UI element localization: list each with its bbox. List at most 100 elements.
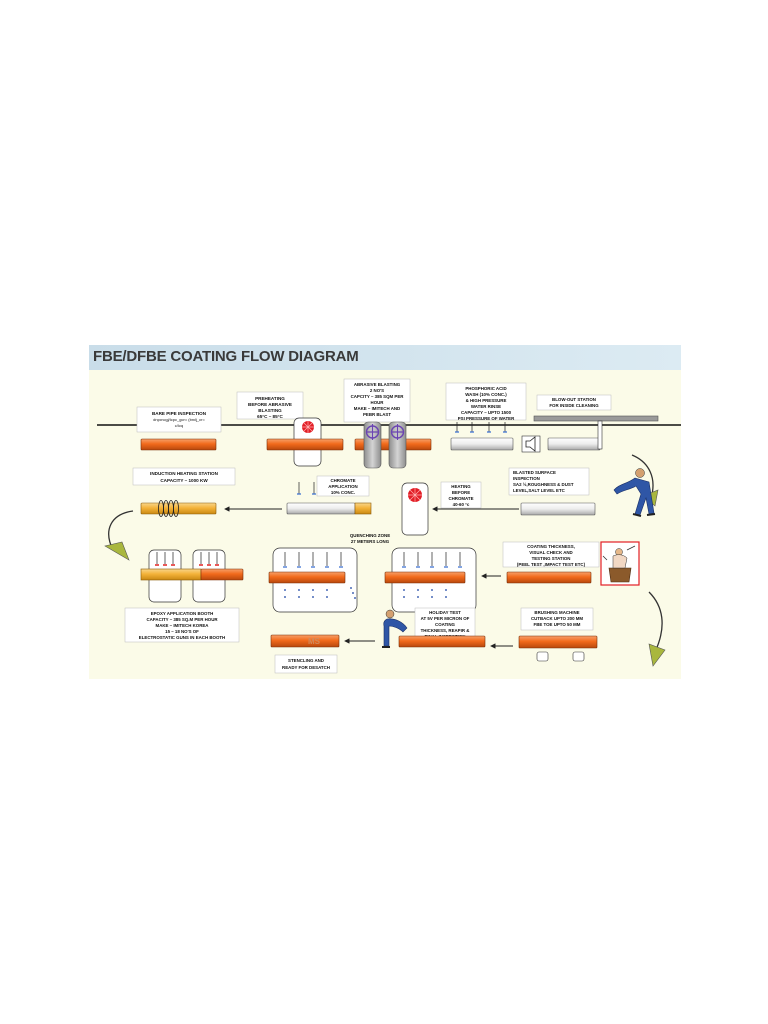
brushing-label-2: CUTBACK UPTO 200 MM [531,616,583,621]
phosphoric-label-box [445,382,527,421]
heating-label-box [440,481,482,509]
phosphoric-label-2: WASH (10% CONC.) [465,392,507,397]
curve-arrow-left-head [104,541,130,561]
epoxy-label-3: MAKE – IMITECH KOREA [156,623,210,628]
phosphoric-label-1: PHOSPHORIC ACID [465,386,506,391]
epoxy-label-2: CAPACITY – 385 SQ.M PER HOUR [146,617,218,622]
brushing-label-3: FBE TOE UPTO 50 MM [534,622,581,627]
chromate-pipe [286,502,356,515]
holiday-label-4: THICKNESS, REAPIR & [421,628,471,633]
preheating-burner-icon [302,421,314,433]
epoxy-pipe-yellow [140,568,202,581]
brushing-label-1: BRUSHING MACHINE [534,610,579,615]
blasted-label-2: INSPECTION [513,476,540,481]
epoxy-label-box [124,607,240,643]
stenciling-label-2: READY FOR DESATCH [282,665,330,670]
blowout-post [597,420,603,450]
brushing-pipe [518,635,598,649]
bare-pipe-label-3: c/Icq [175,423,183,428]
epoxy-label-4: 15 – 18 NO'S OF [165,629,199,634]
preheating-pipe [266,438,344,451]
stenciling-label-box [274,654,338,674]
blasted-label-4: LEVEL,SALT LEVEL ETC [513,488,566,493]
curve-arrow-right-bottom-head [648,643,666,667]
blasted-label-1: BLASTED SURFACE [513,470,556,475]
brush-rollers-icon [536,651,585,662]
chromate-nozzles [297,482,316,495]
quench-chamber-2 [384,547,477,613]
heating-label-2: BEFORE [452,490,470,495]
inspector-worker-icon [613,468,656,517]
preheating-label-1: PREHEATING [255,396,285,401]
curve-arrow-right-bottom [648,591,663,653]
thickness-label-1: COATING THICKNESS, [527,544,575,549]
quench-chamber-1 [268,547,358,613]
stencil-pipe [270,634,340,648]
heating-label-3: CHROMATE [448,496,473,501]
preheating-label-2: BEFORE ABRASIVE [248,402,292,407]
phosphoric-nozzles [455,422,507,433]
chromate-pipe-yellow-end [354,502,372,515]
quenching-label-1: QUENCHING ZONE [350,533,390,538]
blowout-label-1: BLOW-OUT STATION [552,397,596,402]
chromate-label-3: 10% CONC. [331,490,355,495]
flow-diagram-figure: FBE/DFBE COATING FLOW DIAGRAM [89,345,681,679]
abrasive-label-5: MAKE – IMITECH AND [354,406,400,411]
phosphoric-label-4: WATER RINSE [471,404,501,409]
chromate-label-1: CHROMATE [330,478,355,483]
stencil-mark-text: MS [308,637,321,646]
induction-coil-icon [158,500,179,517]
tester-worker-icon [600,541,640,586]
stenciling-label-1: STENCLING AND [288,658,324,663]
holiday-worker-icon [382,609,408,648]
heating-label-4: 40-60 °c [453,502,470,507]
blast-machine-2 [388,421,407,469]
epoxy-label-1: EPOXY APPLICATION BOOTH [151,611,214,616]
quench-drops-gap [350,587,356,599]
bare-pipe-label-box [136,406,222,433]
title-bar: FBE/DFBE COATING FLOW DIAGRAM [89,345,681,370]
abrasive-label-1: ABRASIVE BLASTING [354,382,401,387]
induction-label-1: INDUCTION HEATING STATION [150,471,219,476]
blasted-label-3: SA2 ½,ROUGHNESS & DUST [513,482,574,487]
abrasive-label-box [343,378,411,423]
thickness-label-4: (PEEL TEST ,IMPACT TEST ETC) [517,562,586,567]
holiday-pipe [398,635,486,648]
holiday-label-2: AT 5V PER MICRON OF [421,616,470,621]
phosphoric-pipe [450,437,514,451]
quenching-label-2: 27 METERS LONG [351,539,390,544]
phosphoric-label-5: CAPACITY – UPTO 1500 [461,410,512,415]
induction-label-box [132,467,236,486]
preheating-label-4: 65°C – 85°C [257,414,283,419]
heating-label-1: HEATING [451,484,471,489]
thickness-label-2: VISUAL CHECK AND [529,550,572,555]
epoxy-pipe-orange [200,568,244,581]
bare-pipe [140,438,217,451]
holiday-label-3: COATING [435,622,456,627]
induction-label-2: CAPACITY – 1000 KW [160,478,208,483]
brushing-label-box [520,607,594,631]
blasted-label-box [508,467,590,496]
phosphoric-label-6: PSI PRESSURE OF WATER [458,416,515,421]
chromate-label-2: APPLICATION [328,484,357,489]
holiday-label-box [414,607,476,642]
preheating-label-3: BLASTING [258,408,282,413]
blowout-label-box [536,394,612,411]
thickness-pipe [506,571,592,584]
holiday-label-1: HOLIDAY TEST [429,610,461,615]
bare-pipe-label-2: dnp•ncgj/Icpc_gcr= (bnılj_cr= [153,417,205,422]
blasted-pipe [520,502,596,516]
blast-machine-1 [363,421,382,469]
abrasive-label-6: PEBR BLAST [363,412,391,417]
preheating-label-box [236,391,304,420]
diagram-title: FBE/DFBE COATING FLOW DIAGRAM [93,348,359,365]
phosphoric-label-3: & HIGH PRESSURE [466,398,507,403]
thickness-label-3: TESTING STATION [532,556,571,561]
diagram-canvas: BARE PIPE INSPECTION dnp•ncgj/Icpc_gcr= … [89,370,681,679]
chromate-label-box [316,475,370,497]
abrasive-label-3: CAPCITY – 385 SQM PER [351,394,405,399]
thickness-label-box [502,541,600,568]
bare-pipe-label-1: BARE PIPE INSPECTION [152,411,207,416]
abrasive-label-2: 2 NO'S [370,388,384,393]
blower-speaker-icon [521,435,541,453]
